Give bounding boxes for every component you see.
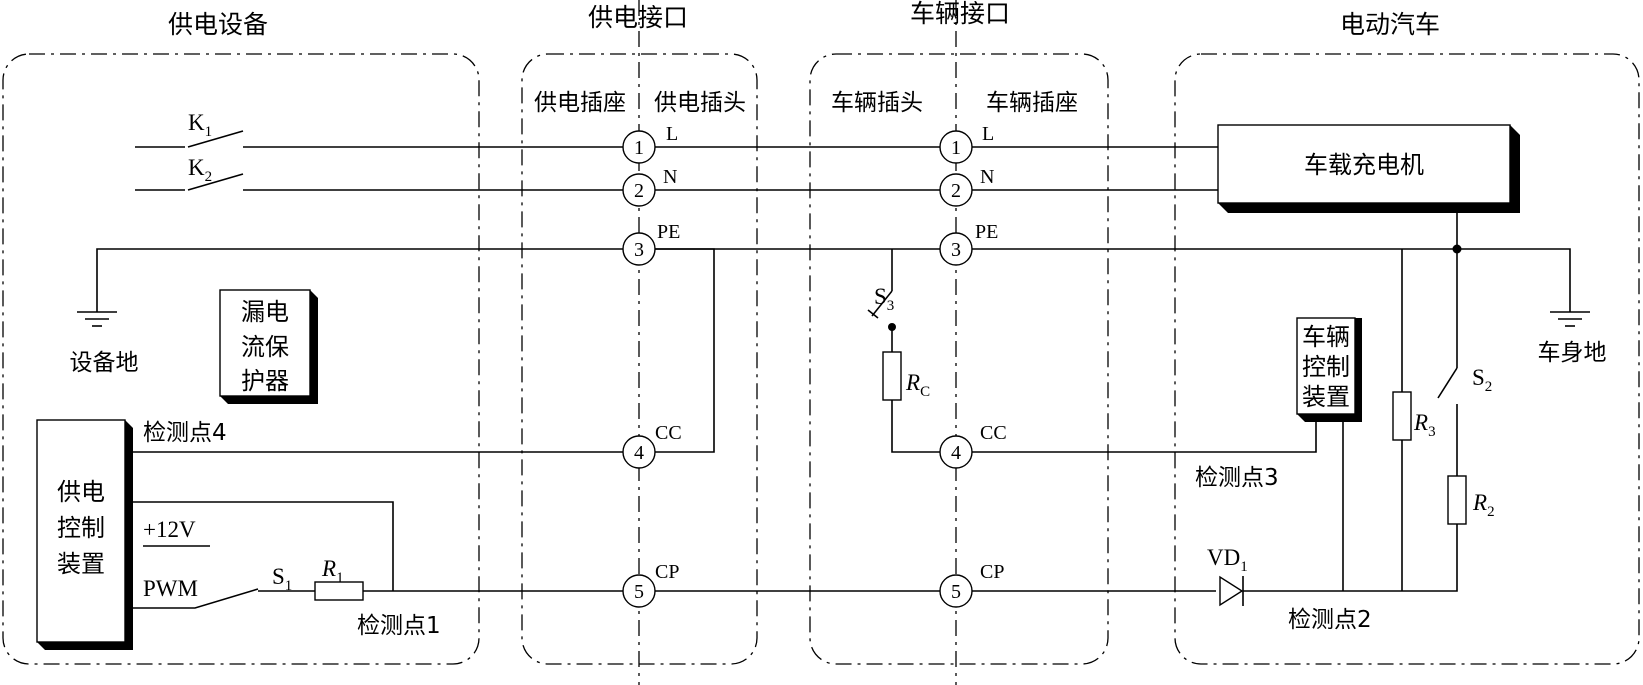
svg-text:装置: 装置 [1302, 383, 1350, 411]
vehicle-pin-5: 5 [939, 574, 973, 608]
vehicle-pin-4-name: CC [980, 422, 1007, 444]
svg-text:1: 1 [634, 137, 644, 159]
section-title-electric-vehicle: 电动汽车 [1340, 10, 1440, 39]
vehicle-pin-1: 1 [939, 130, 973, 164]
onboard-charger-box: 车载充电机 [1217, 124, 1520, 213]
supply-pin-3: 3 [622, 232, 656, 266]
svg-text:4: 4 [634, 442, 644, 464]
svg-text:控制: 控制 [1302, 353, 1350, 381]
vehicle-pin-1-name: L [982, 123, 994, 145]
svg-text:护器: 护器 [241, 367, 289, 395]
switch-k2-blade [187, 173, 244, 191]
label-vd1: VD1 [1207, 545, 1248, 575]
vehicle-pin-3-name: PE [975, 221, 998, 243]
label-detection-point-4: 检测点4 [143, 420, 227, 446]
svg-text:2: 2 [951, 180, 961, 202]
supply-pin-2: 2 [622, 173, 656, 207]
vehicle-pin-4: 4 [939, 435, 973, 469]
svg-text:流保: 流保 [241, 333, 289, 361]
electric-vehicle-boundary [1174, 53, 1640, 665]
label-plus12v: +12V [143, 517, 196, 542]
label-k1: K1 [188, 110, 212, 140]
supply-pin-4: 4 [622, 435, 656, 469]
svg-text:漏电: 漏电 [241, 298, 289, 326]
label-k2: K2 [188, 155, 212, 185]
vehicle-pin-2-name: N [980, 166, 994, 188]
label-vehicle-socket: 车辆插座 [986, 90, 1078, 116]
switch-s1-blade [133, 588, 259, 609]
resistor-r3 [1392, 391, 1412, 441]
leakage-protector-box: 漏电 流保 护器 [219, 289, 318, 404]
switch-k1-blade [187, 130, 244, 148]
section-title-vehicle-interface: 车辆接口 [910, 0, 1010, 28]
label-r1: R1 [321, 556, 344, 586]
section-title-supply-equipment: 供电设备 [168, 10, 268, 39]
label-r3: R3 [1413, 410, 1436, 440]
diode-vd1 [1219, 575, 1244, 607]
svg-text:控制: 控制 [57, 514, 105, 542]
svg-text:3: 3 [951, 239, 961, 261]
label-vehicle-plug: 车辆插头 [831, 90, 923, 116]
supply-pin-1-name: L [666, 123, 678, 145]
svg-text:5: 5 [634, 581, 644, 603]
label-detection-point-2: 检测点2 [1288, 607, 1372, 633]
label-detection-point-3: 检测点3 [1195, 465, 1279, 491]
vehicle-interface-boundary [809, 53, 1109, 665]
svg-text:5: 5 [951, 581, 961, 603]
svg-text:车载充电机: 车载充电机 [1304, 151, 1424, 179]
supply-pin-2-name: N [663, 166, 677, 188]
label-vehicle-body-ground: 车身地 [1538, 340, 1607, 366]
switch-s3-blade [871, 290, 893, 317]
label-pwm: PWM [143, 576, 198, 601]
svg-text:装置: 装置 [57, 550, 105, 578]
label-supply-plug: 供电插头 [654, 90, 746, 116]
switch-s2-blade [1437, 367, 1458, 399]
supply-equipment-boundary [2, 53, 480, 665]
supply-pin-5-name: CP [655, 561, 679, 583]
vehicle-pin-5-name: CP [980, 561, 1004, 583]
label-rc: RC [905, 370, 930, 400]
label-s1: S1 [272, 564, 292, 594]
svg-text:2: 2 [634, 180, 644, 202]
svg-text:供电: 供电 [57, 478, 105, 506]
supply-pin-4-name: CC [655, 422, 682, 444]
vehicle-control-box: 车辆 控制 装置 [1296, 317, 1362, 422]
vehicle-body-ground-icon [1550, 311, 1590, 327]
supply-pin-5: 5 [622, 574, 656, 608]
equipment-ground-icon [77, 311, 117, 327]
supply-pin-3-name: PE [657, 221, 680, 243]
label-s3: S3 [874, 284, 894, 314]
supply-control-box: 供电 控制 装置 [36, 419, 133, 650]
resistor-r2 [1447, 475, 1467, 525]
supply-pin-1: 1 [622, 130, 656, 164]
svg-text:车辆: 车辆 [1302, 323, 1350, 351]
svg-text:1: 1 [951, 137, 961, 159]
label-s2: S2 [1472, 365, 1492, 395]
label-detection-point-1: 检测点1 [357, 613, 441, 639]
section-title-supply-interface: 供电接口 [588, 3, 688, 32]
svg-text:4: 4 [951, 442, 961, 464]
label-supply-socket: 供电插座 [534, 90, 626, 116]
svg-text:3: 3 [634, 239, 644, 261]
label-r2: R2 [1472, 490, 1495, 520]
vehicle-pin-2: 2 [939, 173, 973, 207]
label-equipment-ground: 设备地 [70, 350, 139, 376]
resistor-rc [882, 351, 902, 401]
vehicle-pin-3: 3 [939, 232, 973, 266]
